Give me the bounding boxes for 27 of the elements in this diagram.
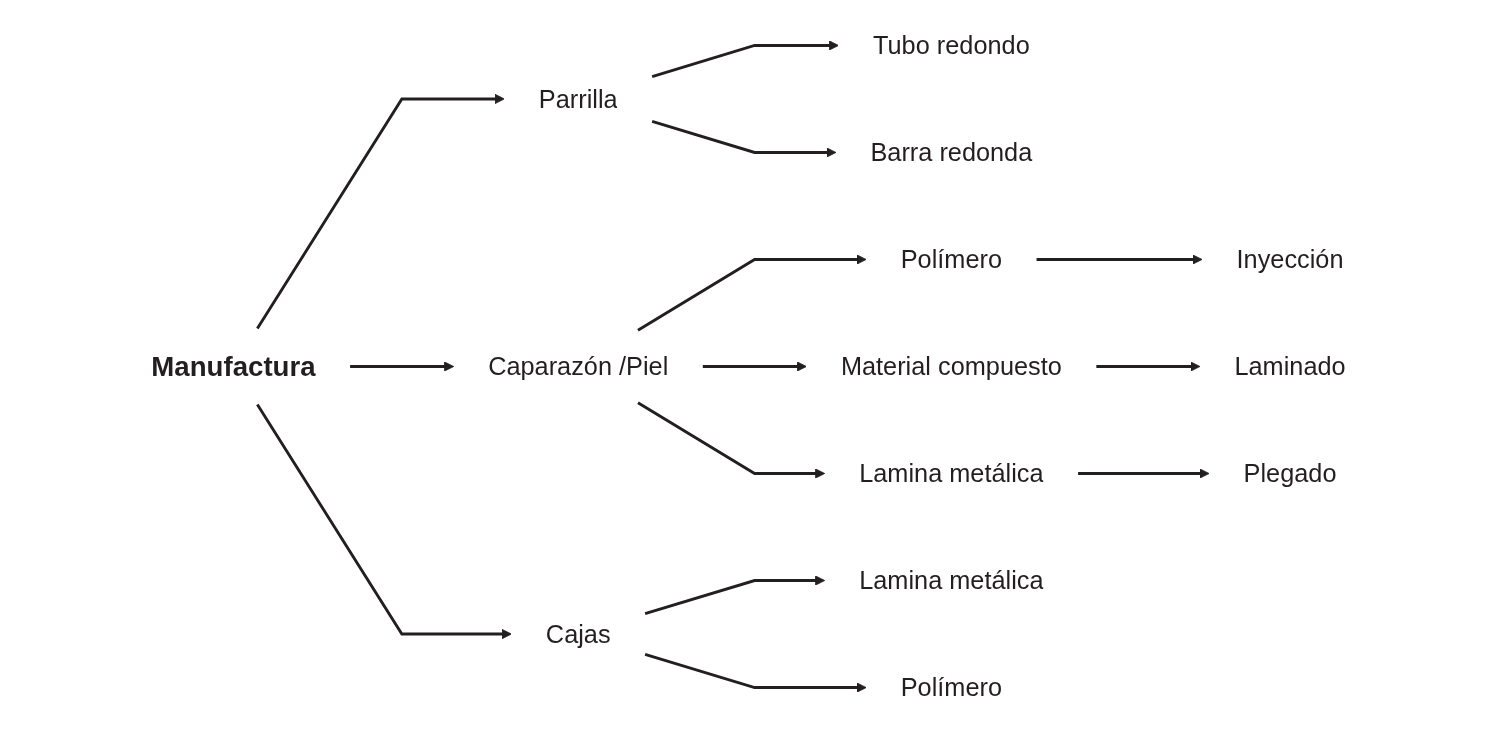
node-text: Tubo redondo	[873, 31, 1030, 60]
arrow	[256, 403, 512, 640]
arrow	[644, 575, 826, 616]
arrow	[651, 40, 839, 78]
node-text: Material compuesto	[840, 352, 1062, 381]
node-text: Manufactura	[151, 350, 316, 382]
node-text: Polímero	[900, 245, 1003, 274]
arrow	[1096, 361, 1201, 372]
node-text: Cajas	[545, 619, 611, 649]
arrow	[350, 361, 455, 372]
arrow	[637, 254, 867, 332]
arrow	[644, 652, 867, 693]
arrow	[256, 93, 505, 330]
arrow	[1078, 468, 1210, 479]
node-text: Caparazón /Piel	[488, 352, 669, 381]
arrow	[637, 401, 826, 479]
node-text: Parrilla	[538, 84, 618, 114]
node-text: Plegado	[1243, 459, 1337, 488]
node-text: Barra redonda	[870, 138, 1033, 167]
node-text: Polímero	[900, 673, 1003, 702]
arrow	[1036, 254, 1203, 265]
node-text: Inyección	[1236, 245, 1344, 274]
arrow	[702, 361, 807, 372]
node-text: Lamina metálica	[859, 566, 1044, 595]
node-text: Lamina metálica	[859, 459, 1044, 488]
node-text: Laminado	[1234, 352, 1346, 381]
arrow	[651, 120, 837, 158]
